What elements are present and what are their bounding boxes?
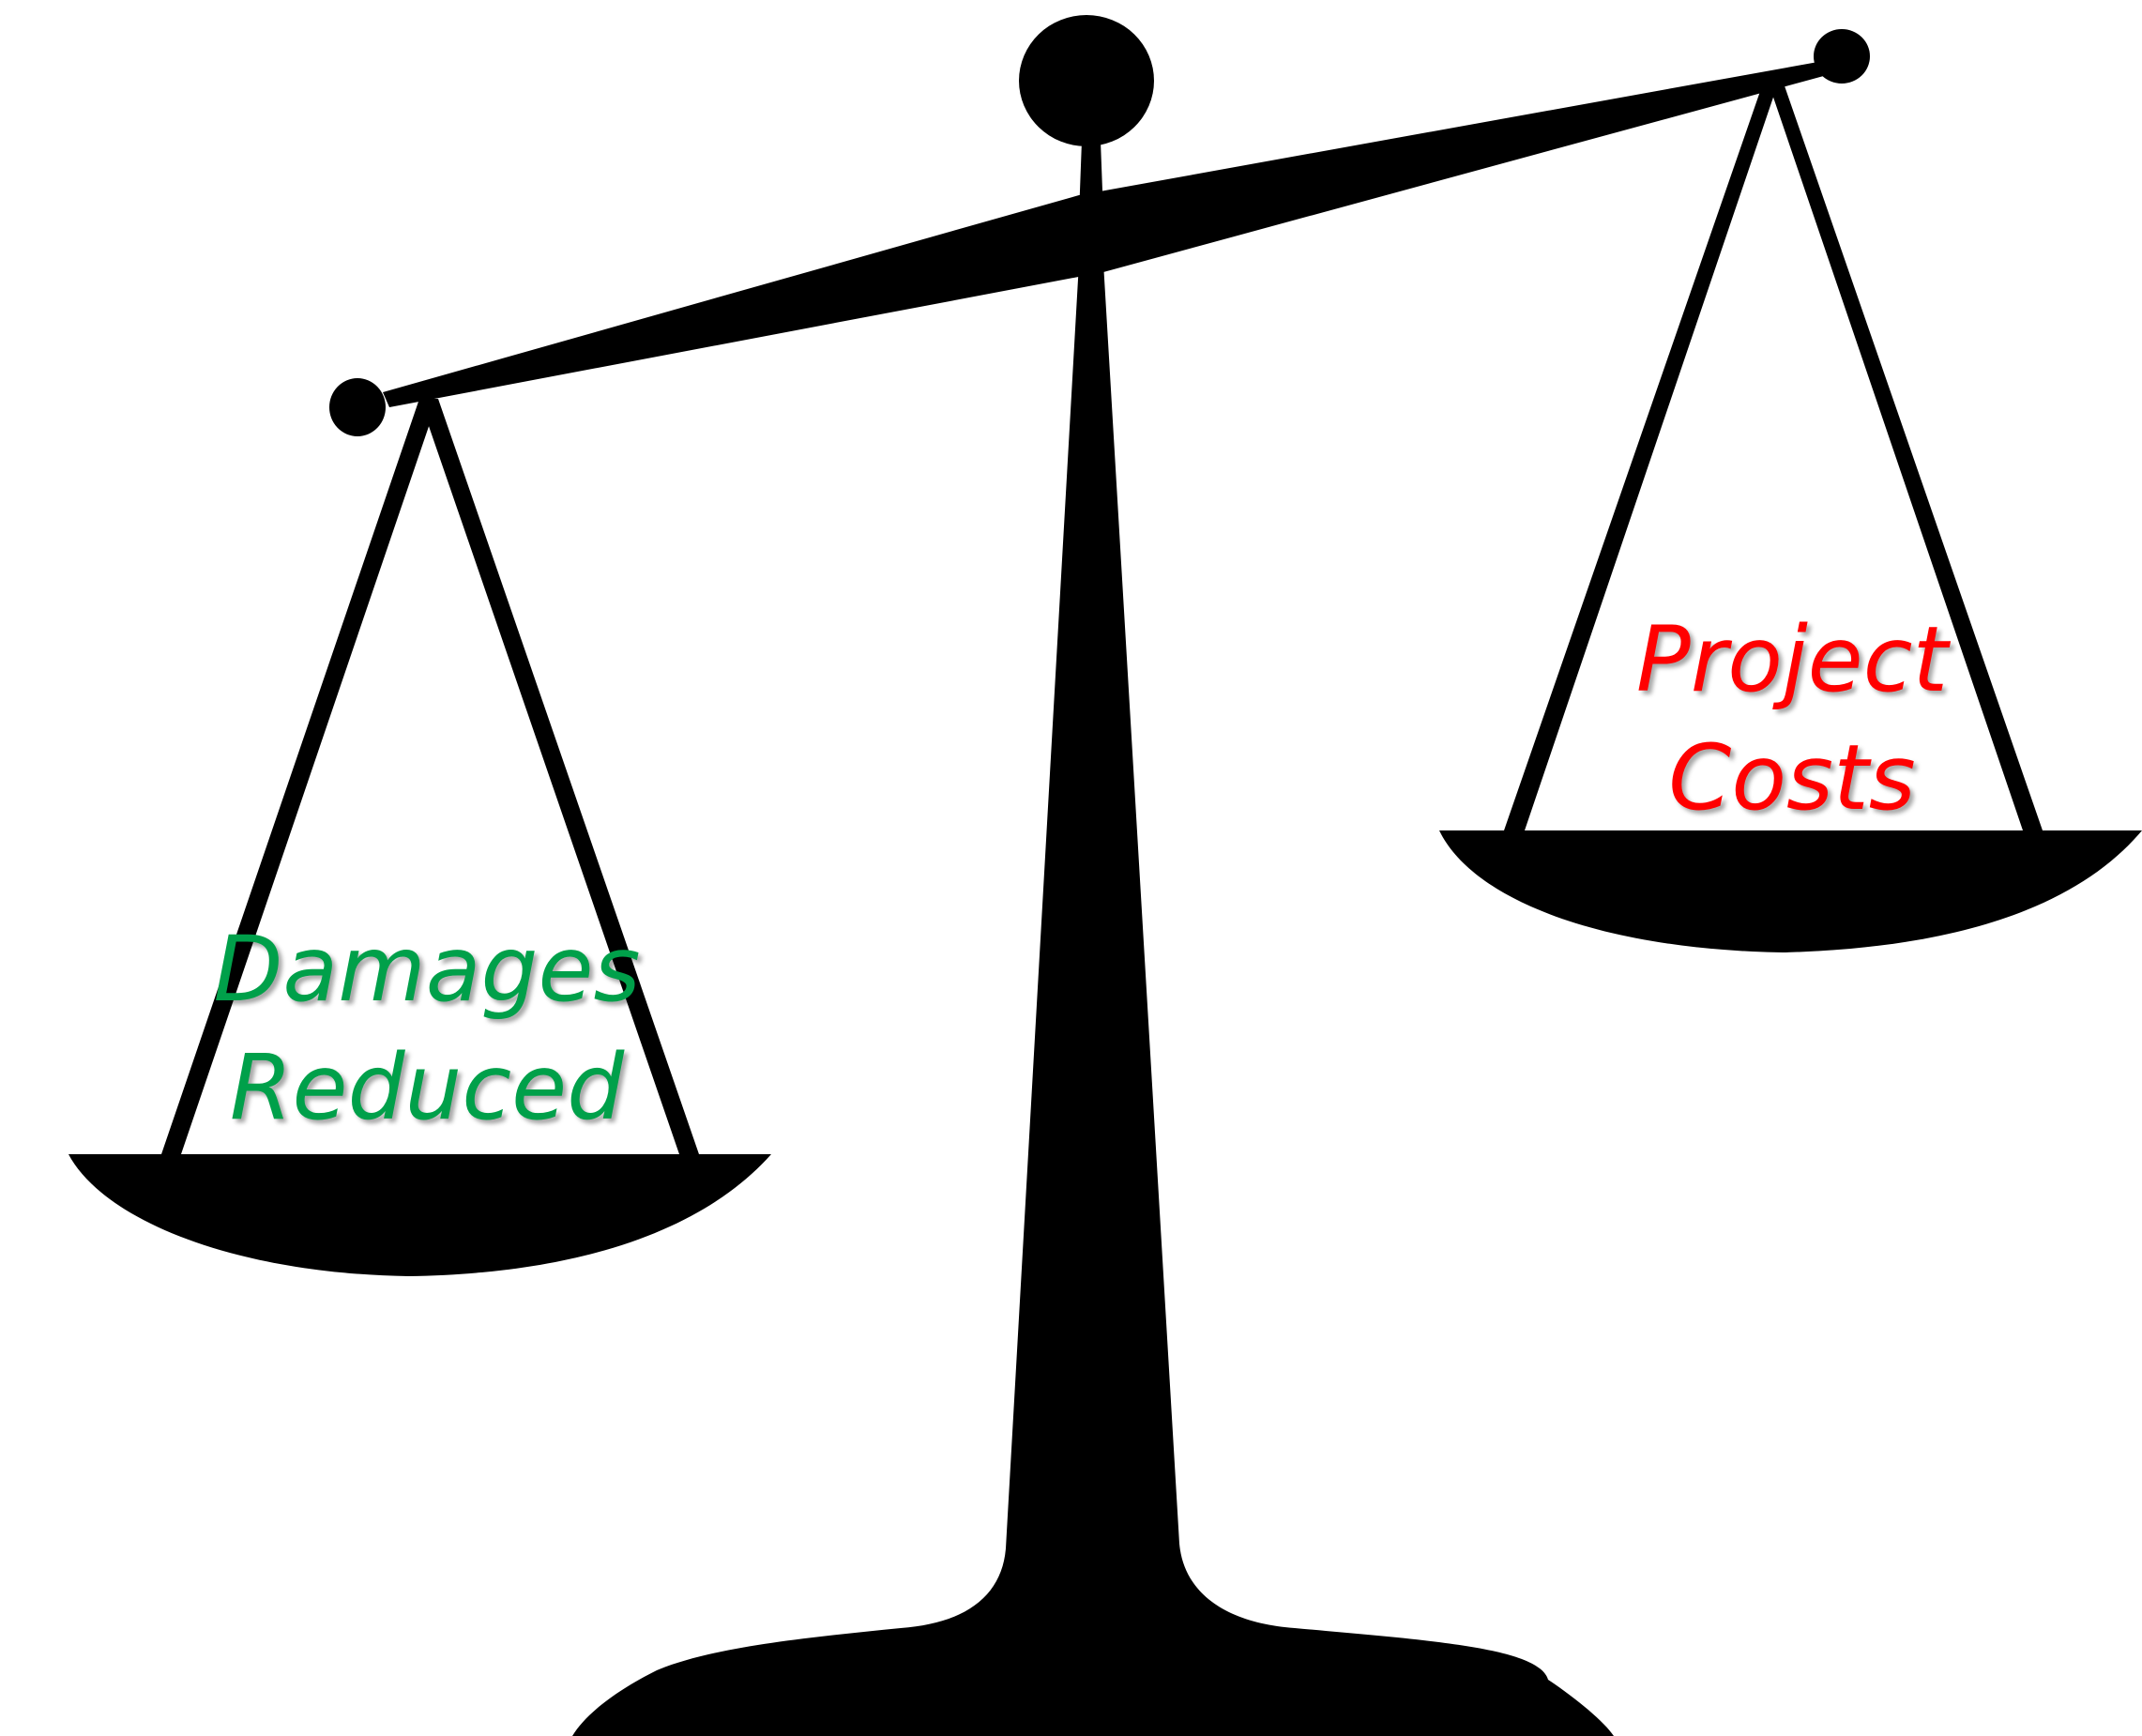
right-pan-label-line1: Project	[1635, 607, 1949, 712]
right-pan-string-left	[1504, 75, 1781, 830]
scale-beam	[383, 58, 1841, 407]
left-pan-label: Damages Reduced	[192, 910, 661, 1147]
scale-pillar	[572, 263, 1614, 1736]
right-pan-label: Project Costs	[1557, 601, 2027, 837]
left-pan-string-right	[419, 399, 699, 1154]
left-pan-label-line2: Reduced	[229, 1035, 625, 1140]
beam-right-end-knob	[1814, 29, 1870, 84]
left-pan-bowl	[68, 1154, 771, 1276]
right-pan-label-line2: Costs	[1668, 725, 1916, 830]
right-pan-bowl	[1439, 830, 2142, 952]
beam-left-end-knob	[329, 378, 386, 436]
left-pan-label-line1: Damages	[213, 917, 641, 1022]
left-pan-string-left	[161, 399, 438, 1154]
scale-top-knob	[1019, 15, 1154, 146]
right-pan-string-right	[1766, 75, 2043, 830]
